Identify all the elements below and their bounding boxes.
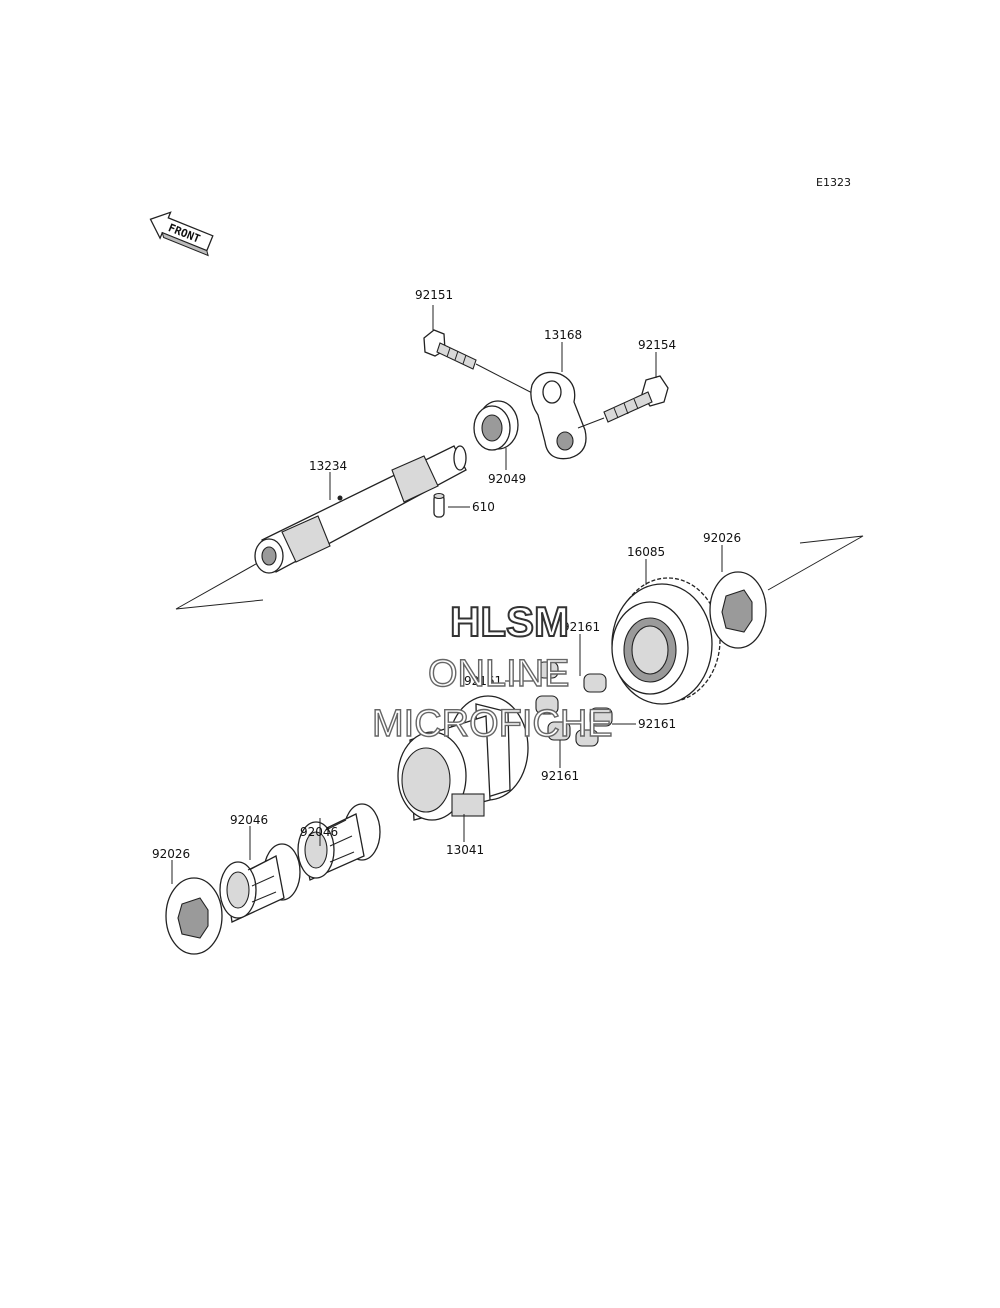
pin-610 bbox=[433, 492, 445, 518]
watermark-line2: ONLINE bbox=[428, 653, 569, 695]
watermark-line1: HLSM bbox=[450, 598, 569, 645]
part-label-92049: 92049 bbox=[488, 472, 526, 486]
part-label-92161-c: 92161 bbox=[638, 717, 676, 731]
part-label-92154: 92154 bbox=[638, 338, 676, 352]
part-label-92151: 92151 bbox=[415, 288, 453, 302]
part-label-92026-right: 92026 bbox=[703, 531, 741, 545]
needle-bearing-92046-b bbox=[297, 803, 381, 881]
part-label-16085: 16085 bbox=[627, 545, 665, 559]
hub-13041 bbox=[397, 695, 529, 821]
diagram-code: E1323 bbox=[816, 176, 851, 189]
gear-16085 bbox=[611, 577, 721, 705]
bolt-92151 bbox=[423, 329, 541, 398]
washer-92026-right bbox=[709, 571, 767, 649]
needle-bearing-92046-a bbox=[219, 843, 301, 923]
bolt-92154 bbox=[577, 375, 669, 429]
watermark-line3: MICROFICHE bbox=[372, 703, 613, 745]
part-label-92161-d: 92161 bbox=[541, 769, 579, 783]
oil-seal-92049 bbox=[473, 400, 519, 451]
watermark: HLSM ONLINE MICROFICHE bbox=[371, 597, 613, 746]
washer-92026-left bbox=[165, 877, 223, 955]
front-arrow-icon: FRONT bbox=[149, 211, 214, 257]
damper-rubbers-92161 bbox=[535, 661, 613, 747]
part-label-92026-left: 92026 bbox=[152, 847, 190, 861]
part-label-92161-b: 92161 bbox=[464, 674, 502, 688]
link-13168 bbox=[530, 371, 587, 460]
part-label-92046-b: 92046 bbox=[300, 825, 338, 839]
part-label-92046-a: 92046 bbox=[230, 813, 268, 827]
part-label-13168: 13168 bbox=[544, 328, 582, 342]
part-label-92161-a: 92161 bbox=[562, 620, 600, 634]
shaft-13234 bbox=[254, 445, 467, 574]
right-axis-line bbox=[767, 535, 864, 591]
part-label-13041: 13041 bbox=[446, 843, 484, 857]
part-label-13234: 13234 bbox=[309, 459, 347, 473]
left-axis-line bbox=[175, 559, 264, 610]
part-label-610: 610 bbox=[472, 500, 495, 514]
